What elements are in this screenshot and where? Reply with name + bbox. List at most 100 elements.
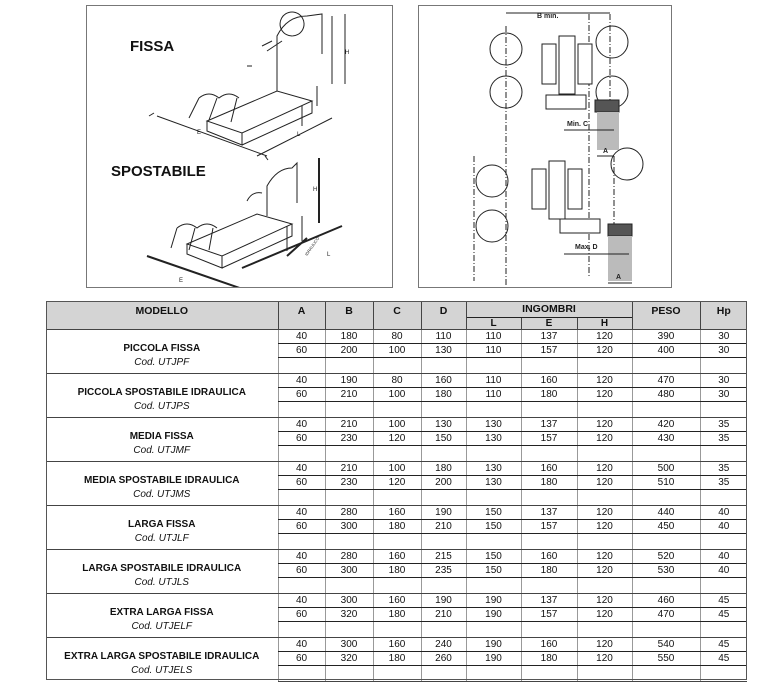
value-cell: 60: [277, 343, 325, 358]
value-cell: 450: [631, 519, 701, 534]
value-cell: [372, 577, 421, 594]
model-name: EXTRA LARGA SPOSTABILE IDRAULICA: [64, 650, 260, 662]
value-cell: [420, 401, 466, 418]
value-cell: 120: [576, 593, 633, 608]
value-cell: [465, 621, 521, 638]
value-cell: 120: [576, 329, 633, 344]
value-cell: [576, 621, 633, 638]
value-cell: 180: [372, 607, 421, 622]
value-cell: [372, 357, 421, 374]
value-cell: 150: [465, 519, 521, 534]
value-cell: 230: [324, 475, 373, 490]
model-code: Cod. UTJELF: [131, 620, 193, 632]
value-cell: 500: [631, 461, 701, 476]
value-cell: 160: [420, 373, 466, 388]
value-cell: 160: [372, 637, 421, 652]
value-cell: 150: [420, 431, 466, 446]
label-fissa: FISSA: [130, 38, 175, 55]
svg-text:A: A: [603, 148, 608, 155]
value-cell: [520, 665, 577, 682]
value-cell: 180: [520, 387, 577, 402]
value-cell: 180: [372, 651, 421, 666]
value-cell: 130: [465, 431, 521, 446]
value-cell: 120: [576, 431, 633, 446]
value-cell: [631, 489, 701, 506]
value-cell: [576, 665, 633, 682]
value-cell: [631, 621, 701, 638]
value-cell: [631, 357, 701, 374]
value-cell: [277, 621, 325, 638]
value-cell: 40: [699, 563, 748, 578]
value-cell: [277, 533, 325, 550]
value-cell: [699, 489, 748, 506]
value-cell: [631, 577, 701, 594]
value-cell: [520, 489, 577, 506]
value-cell: 30: [699, 387, 748, 402]
value-cell: [277, 357, 325, 374]
fixed-mower-drawing: E L H: [148, 11, 349, 161]
value-cell: [699, 577, 748, 594]
value-cell: 130: [465, 461, 521, 476]
value-cell: 120: [576, 475, 633, 490]
mower-drawing: E L H E L H IDRAULICO: [146, 11, 349, 287]
value-cell: 120: [576, 563, 633, 578]
svg-text:E: E: [197, 130, 201, 136]
value-cell: 120: [576, 461, 633, 476]
value-cell: [372, 401, 421, 418]
value-cell: 190: [465, 593, 521, 608]
value-cell: [372, 533, 421, 550]
value-cell: 40: [277, 637, 325, 652]
value-cell: 470: [631, 373, 701, 388]
value-cell: [420, 489, 466, 506]
value-cell: 110: [465, 373, 521, 388]
value-cell: 190: [465, 651, 521, 666]
value-cell: 200: [324, 343, 373, 358]
value-cell: [576, 577, 633, 594]
value-cell: [520, 401, 577, 418]
value-cell: [699, 445, 748, 462]
value-cell: 100: [372, 387, 421, 402]
svg-text:Max. D: Max. D: [575, 244, 598, 251]
table-spacer-row: [46, 445, 748, 462]
value-cell: 510: [631, 475, 701, 490]
value-cell: 460: [631, 593, 701, 608]
value-cell: 30: [699, 373, 748, 388]
value-cell: 180: [420, 461, 466, 476]
value-cell: 440: [631, 505, 701, 520]
value-cell: 80: [372, 329, 421, 344]
model-name: LARGA SPOSTABILE IDRAULICA: [82, 562, 242, 574]
value-cell: 210: [420, 607, 466, 622]
value-cell: [576, 533, 633, 550]
value-cell: [699, 357, 748, 374]
value-cell: [372, 445, 421, 462]
value-cell: 210: [324, 417, 373, 432]
value-cell: 180: [520, 563, 577, 578]
value-cell: 120: [576, 505, 633, 520]
model-name: PICCOLA SPOSTABILE IDRAULICA: [77, 386, 246, 398]
table-spacer-row: [46, 533, 748, 550]
value-cell: 100: [372, 417, 421, 432]
header-ingombri: INGOMBRI: [465, 301, 633, 318]
value-cell: [324, 401, 373, 418]
value-cell: 280: [324, 549, 373, 564]
value-cell: 230: [324, 431, 373, 446]
value-cell: 240: [420, 637, 466, 652]
value-cell: [277, 489, 325, 506]
model-code: Cod. UTJELS: [131, 664, 193, 676]
header-d: D: [420, 301, 466, 330]
value-cell: 480: [631, 387, 701, 402]
value-cell: 110: [465, 387, 521, 402]
value-cell: [631, 445, 701, 462]
value-cell: [420, 533, 466, 550]
value-cell: 120: [372, 431, 421, 446]
value-cell: 40: [277, 505, 325, 520]
header-l: L: [465, 317, 521, 330]
